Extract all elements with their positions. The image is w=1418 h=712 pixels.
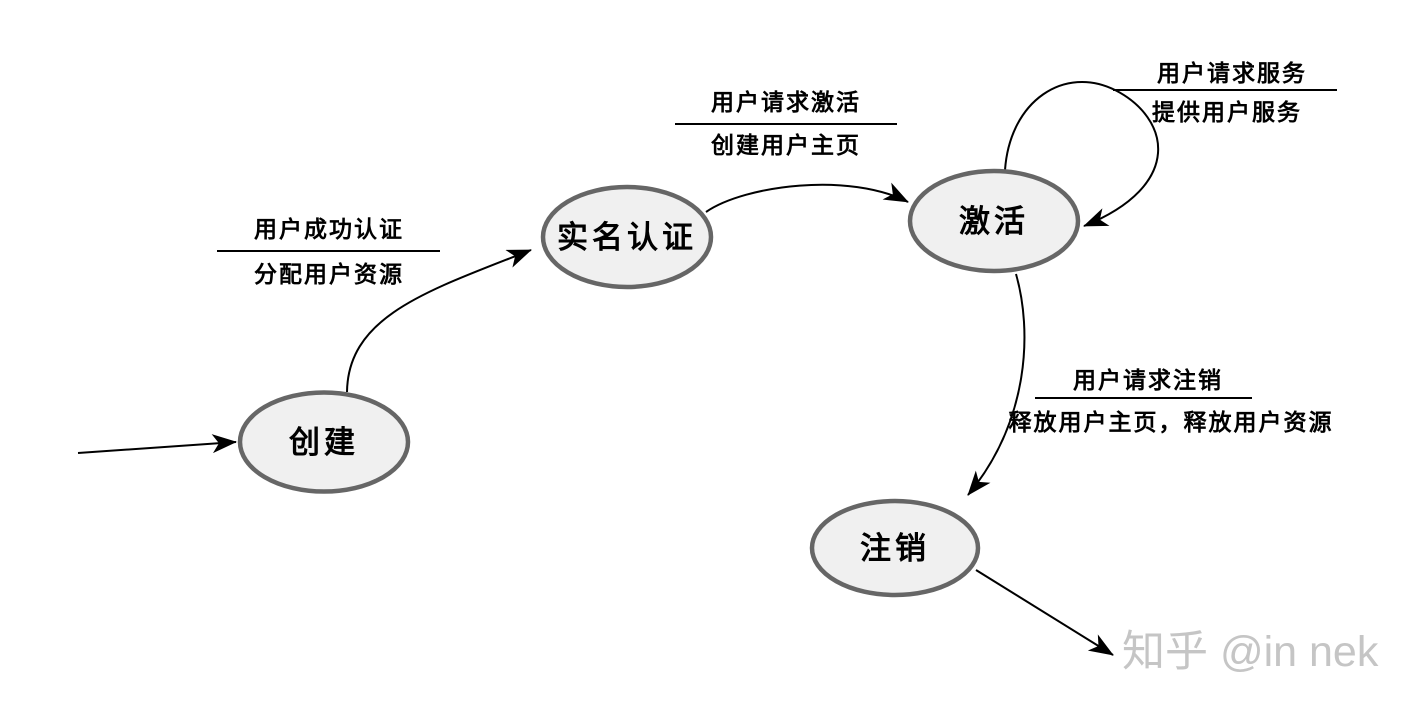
state-label-real-name-auth: 实名认证	[557, 220, 697, 255]
transition-label-activate-self-loop: 用户请求服务 提供用户服务	[1113, 60, 1337, 125]
state-ellipse-real-name-auth	[540, 184, 714, 290]
state-ellipse-create	[237, 390, 411, 494]
transition-event-auth-to-activate: 用户请求激活	[711, 89, 861, 115]
state-node-activate: 激活	[907, 168, 1081, 274]
transition-event-activate-to-deregister: 用户请求注销	[1073, 367, 1223, 393]
transition-arrow-activate-to-deregister	[967, 273, 1026, 496]
transition-event-activate-self-loop: 用户请求服务	[1157, 60, 1307, 86]
state-node-real-name-auth: 实名认证	[540, 184, 714, 290]
state-label-activate: 激活	[959, 204, 1029, 239]
state-ellipse-deregister	[809, 498, 981, 598]
state-label-deregister: 注销	[860, 531, 930, 566]
transition-arrow-create-to-auth	[346, 249, 532, 393]
final-arrow	[975, 569, 1114, 656]
transition-action-create-to-auth: 分配用户资源	[254, 261, 404, 287]
transition-label-activate-to-deregister: 用户请求注销 释放用户主页，释放用户资源	[1009, 367, 1334, 435]
watermark: 知乎 @in nek	[1122, 628, 1379, 676]
transition-label-auth-to-activate: 用户请求激活 创建用户主页	[675, 89, 897, 158]
transition-label-create-to-auth: 用户成功认证 分配用户资源	[217, 216, 440, 287]
transition-arrow-auth-to-activate	[705, 182, 909, 213]
state-node-deregister: 注销	[809, 498, 981, 598]
state-ellipse-activate	[907, 168, 1081, 274]
transition-event-create-to-auth: 用户成功认证	[254, 216, 404, 242]
initial-arrow	[77, 434, 237, 454]
transition-action-activate-self-loop: 提供用户服务	[1152, 99, 1302, 125]
transition-action-auth-to-activate: 创建用户主页	[710, 132, 861, 158]
state-label-create: 创建	[288, 425, 359, 460]
state-node-create: 创建	[237, 390, 411, 494]
transition-action-activate-to-deregister: 释放用户主页，释放用户资源	[1009, 409, 1334, 435]
